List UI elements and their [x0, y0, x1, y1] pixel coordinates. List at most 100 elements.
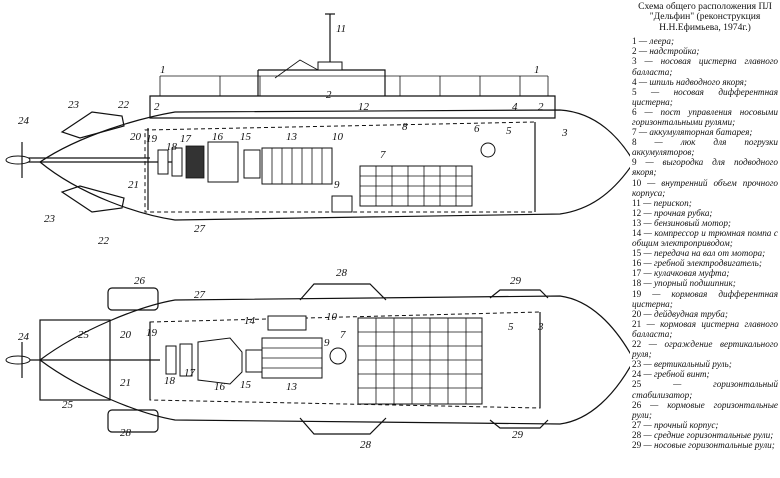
callout: 25: [78, 329, 90, 341]
stern-rudder-bottom: [107, 409, 159, 433]
legend-number: 28: [632, 429, 642, 440]
legend-item: 5 — носовая дифферентная цистерна;: [632, 86, 778, 107]
callout: 18: [166, 141, 178, 153]
legend-item: 10 — внутренний объем прочного корпуса;: [632, 177, 778, 198]
plan-callouts: 3 5 7 9 10 13 14 15 16 17 18 19 20 21 24…: [18, 267, 544, 451]
legend-number: 21: [632, 318, 642, 329]
legend-number: 2: [632, 46, 637, 57]
legend-text: кормовая цистерна главного балласта;: [632, 318, 778, 339]
callout: 16: [214, 381, 226, 393]
legend-item: 9 — выгородка для подводного якоря;: [632, 157, 778, 178]
diagram-title: Схема общего расположения ПЛ "Дельфин" (…: [638, 1, 772, 33]
legend-text: гребной винт;: [653, 369, 710, 380]
callout: 12: [358, 101, 370, 113]
callout: 6: [474, 123, 480, 135]
callout: 29: [510, 275, 522, 287]
legend-text: передача на вал от мотора;: [653, 248, 766, 259]
superstructure: [149, 95, 556, 119]
legend-text: компрессор и трюмная помпа с общим элект…: [632, 228, 779, 249]
legend-text: горизонтальный стабилизатор;: [632, 379, 778, 400]
legend-number: 4: [632, 76, 637, 87]
legend-text: люк для погрузки аккумуляторов;: [632, 137, 778, 158]
legend-item: 24 — гребной винт;: [632, 369, 710, 380]
stern-rudder-top: [107, 287, 159, 311]
legend: Схема общего расположения ПЛ "Дельфин" (…: [632, 1, 778, 476]
battery-side: [359, 165, 473, 207]
callout: 15: [240, 379, 252, 391]
submarine-drawing: 1 1 2 2 2 3 4 5 6 7 8 9 10 11 12 13 15 1…: [5, 13, 630, 451]
callout: 22: [98, 235, 110, 247]
callout: 7: [380, 149, 386, 161]
callout: 27: [194, 289, 206, 301]
legend-item: 25 — горизонтальный стабилизатор;: [632, 379, 778, 400]
callout: 20: [120, 329, 132, 341]
callout: 22: [118, 99, 130, 111]
legend-text: дейдвудная труба;: [653, 308, 728, 319]
callout: 2: [154, 101, 160, 113]
callout: 21: [120, 377, 131, 389]
legend-number: 29: [632, 439, 642, 450]
callout: 26: [134, 275, 146, 287]
rudder-guard-top: [60, 111, 125, 139]
legend-number: 27: [632, 419, 642, 430]
legend-text: носовая цистерна главного балласта;: [632, 56, 778, 77]
callout: 28: [336, 267, 348, 279]
legend-item: 29 — носовые горизонтальные рули;: [632, 439, 775, 450]
legend-text: перископ;: [653, 197, 692, 208]
callout: 21: [128, 179, 139, 191]
side-callouts: 1 1 2 2 2 3 4 5 6 7 8 9 10 11 12 13 15 1…: [18, 23, 568, 247]
machinery-plan: [165, 315, 347, 385]
callout: 17: [180, 133, 192, 145]
legend-text: кулачковая муфта;: [653, 268, 730, 279]
legend-item: 13 — бензиновый мотор;: [632, 217, 731, 228]
bow-rudder-top: [489, 289, 549, 299]
legend-number: 16: [632, 258, 642, 269]
callout: 9: [334, 179, 340, 191]
legend-number: 5: [632, 86, 637, 97]
propeller-icon: [5, 142, 31, 178]
legend-item: 6 — пост управления носовыми горизонталь…: [632, 106, 779, 127]
legend-item: 17 — кулачковая муфта;: [632, 268, 730, 279]
legend-number: 15: [632, 248, 642, 259]
callout: 24: [18, 331, 30, 343]
legend-number: 24: [632, 369, 642, 380]
callout: 13: [286, 131, 298, 143]
legend-number: 19: [632, 288, 642, 299]
callout: 13: [286, 381, 298, 393]
legend-item: 21 — кормовая цистерна главного балласта…: [632, 318, 778, 339]
legend-number: 13: [632, 217, 642, 228]
legend-number: 25: [632, 379, 642, 390]
control-wheel-icon: [480, 142, 496, 158]
legend-text: выгородка для подводного якоря;: [632, 157, 778, 178]
legend-text: средние горизонтальные рули;: [653, 429, 774, 440]
callout: 19: [146, 327, 158, 339]
legend-text: носовые горизонтальные рули;: [653, 439, 775, 450]
legend-number: 12: [632, 207, 642, 218]
callout: 5: [508, 321, 514, 333]
pressure-hull: [144, 121, 536, 213]
legend-text: пост управления носовыми горизонтальными…: [632, 106, 779, 127]
legend-number: 8: [632, 137, 637, 148]
legend-text: кормовые горизонтальные рули;: [632, 399, 779, 420]
callout: 29: [512, 429, 524, 441]
legend-text: внутренний объем прочного корпуса;: [632, 177, 778, 198]
legend-number: 3: [632, 56, 637, 67]
callout: 1: [160, 64, 166, 76]
callout: 17: [184, 367, 196, 379]
legend-item: 20 — дейдвудная труба;: [632, 308, 728, 319]
legend-number: 26: [632, 399, 642, 410]
legend-text: прочный корпус;: [653, 419, 719, 430]
side-view: [5, 13, 630, 221]
callout: 20: [130, 131, 142, 143]
legend-text: носовая дифферентная цистерна;: [632, 86, 778, 107]
legend-text: бензиновый мотор;: [653, 217, 731, 228]
legend-list: 1 — леера;2 — надстройка;3 — носовая цис…: [632, 36, 778, 450]
legend-text: надстройка;: [649, 46, 700, 57]
legend-text: гребной электродвигатель;: [653, 258, 762, 269]
callout: 10: [326, 311, 338, 323]
callout: 8: [402, 121, 408, 133]
callout: 3: [537, 321, 544, 333]
callout: 27: [194, 223, 206, 235]
legend-item: 28 — средние горизонтальные рули;: [632, 429, 774, 440]
callout: 3: [561, 127, 568, 139]
